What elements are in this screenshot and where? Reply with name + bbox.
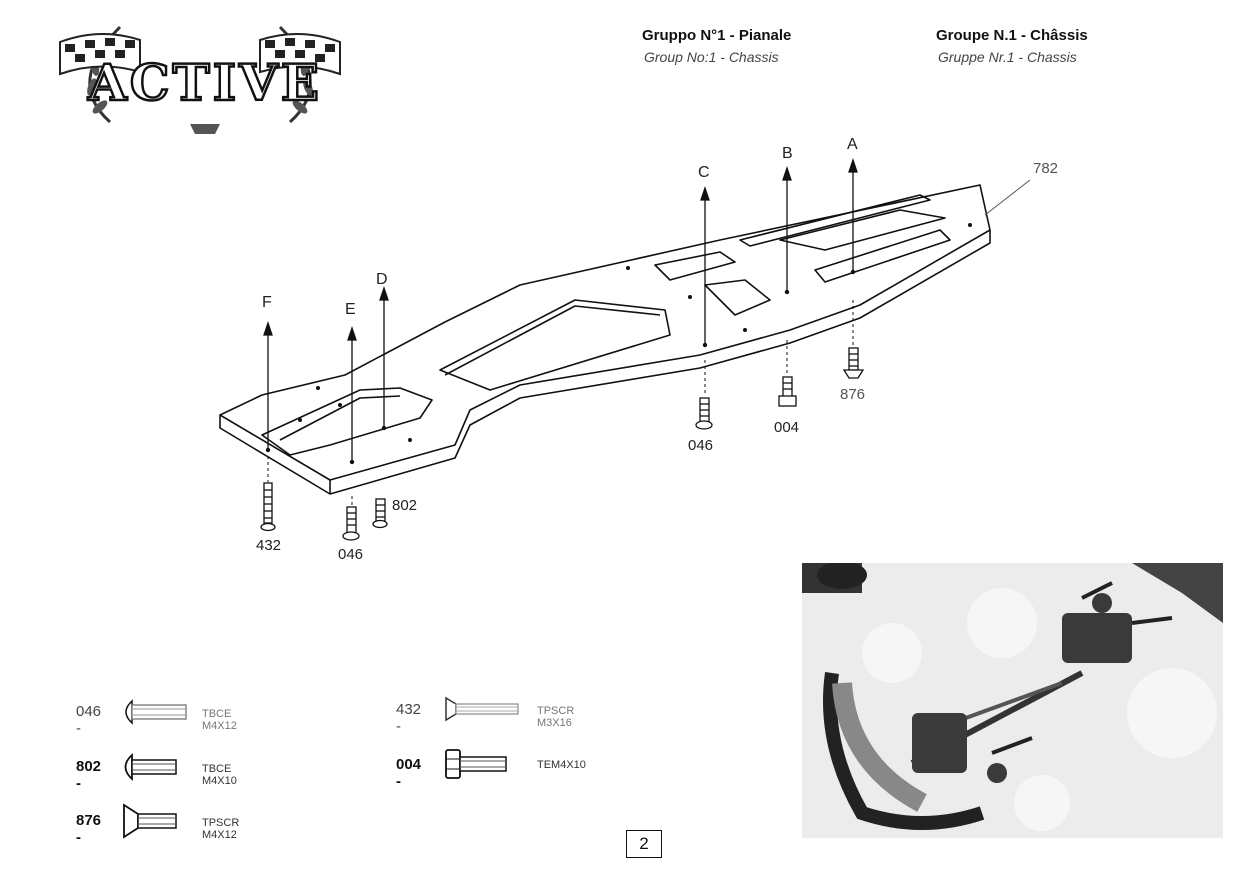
callout-802: 802 xyxy=(392,497,418,514)
chassis-photo xyxy=(802,563,1223,838)
logo-text: ACTIVE xyxy=(87,53,322,112)
chassis-photo-image xyxy=(802,563,1223,838)
title-italian: Gruppo N°1 - Pianale xyxy=(642,27,792,44)
callout-432: 432 xyxy=(256,537,282,554)
callout-046-rear: 046 xyxy=(338,546,364,563)
bolt-hex-head-icon xyxy=(445,749,507,779)
legend-desc-004: TEM4X10 xyxy=(537,759,586,771)
bolt-button-head-icon xyxy=(125,699,187,725)
screw-432 xyxy=(260,482,276,532)
axis-letter-d: D xyxy=(376,271,388,288)
callout-046-front: 046 xyxy=(688,437,714,454)
callout-876: 876 xyxy=(840,386,866,403)
screw-046-front xyxy=(695,397,713,430)
axis-letter-c: C xyxy=(698,164,710,181)
logo-emblem: ACTIVE xyxy=(59,25,341,134)
active-logo: ACTIVE xyxy=(40,12,370,142)
legend-code-876: 876 - xyxy=(76,812,102,846)
axis-letter-e: E xyxy=(345,301,356,318)
legend-code-004: 004 - xyxy=(396,756,422,790)
title-english: Group No:1 - Chassis xyxy=(644,49,779,65)
callout-782: 782 xyxy=(1033,160,1059,177)
title-german: Gruppe Nr.1 - Chassis xyxy=(938,49,1077,65)
legend-code-046: 046 - xyxy=(76,703,102,737)
axis-letter-f: F xyxy=(262,294,272,311)
bolt-countersunk-icon xyxy=(123,803,177,839)
bolt-countersunk-long-icon xyxy=(445,696,519,722)
screw-876 xyxy=(842,347,865,379)
legend-desc-432: TPSCR M3X16 xyxy=(537,705,575,729)
axis-letter-a: A xyxy=(847,136,858,153)
legend-code-802: 802 - xyxy=(76,758,102,792)
screw-004 xyxy=(778,376,797,407)
callout-004: 004 xyxy=(774,419,800,436)
screw-802 xyxy=(372,498,388,529)
legend-code-432: 432 - xyxy=(396,701,422,735)
chassis-plate xyxy=(219,184,991,481)
screw-046-rear xyxy=(342,506,360,541)
page-number: 2 xyxy=(626,830,662,858)
legend-desc-876: TPSCR M4X12 xyxy=(202,817,240,841)
legend-desc-046: TBCE M4X12 xyxy=(202,708,237,732)
bolt-button-head-icon xyxy=(124,752,177,782)
legend-desc-802: TBCE M4X10 xyxy=(202,763,237,787)
axis-letter-b: B xyxy=(782,145,793,162)
title-french: Groupe N.1 - Châssis xyxy=(936,27,1088,44)
